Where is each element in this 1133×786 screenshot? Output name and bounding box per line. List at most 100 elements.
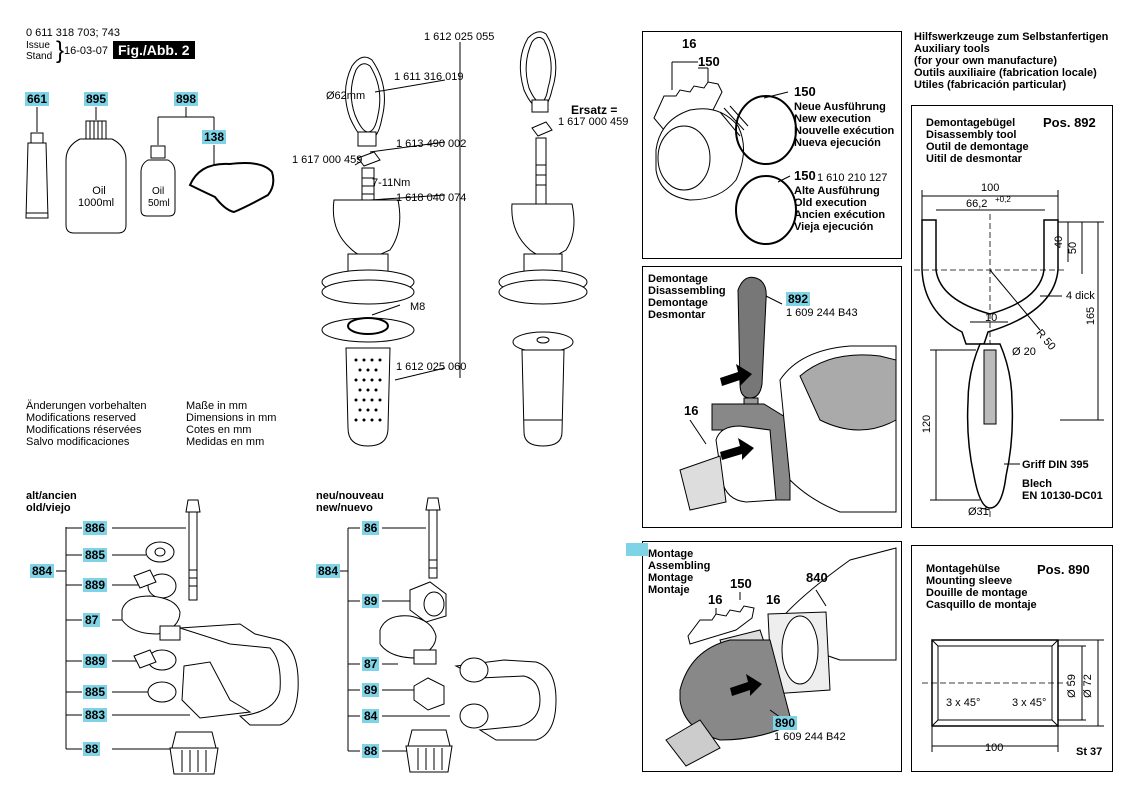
dim-100: 100 xyxy=(981,182,1000,194)
header-line: Auxiliary tools xyxy=(914,43,990,55)
old-ring-part-number: 1 610 210 127 xyxy=(817,172,888,184)
old-item-tag: 883 xyxy=(83,708,108,722)
part-number-1611316019: 1 611 316 019 xyxy=(394,71,464,83)
part-tag-661: 661 xyxy=(25,92,50,106)
note-line: Änderungen vorbehalten xyxy=(26,400,147,412)
old-ring-description: Alte Ausführung Old execution Ancien exé… xyxy=(794,185,885,233)
steel-spec: EN 10130-DC01 xyxy=(1022,490,1103,502)
desc-line: Nouvelle exécution xyxy=(794,125,895,137)
header-line: Outils auxiliaire (fabrication locale) xyxy=(914,67,1097,79)
part-number-1613490002: 1 613 490 002 xyxy=(396,138,467,150)
heading-line: Demontage xyxy=(648,273,708,285)
handle-spec: Griff DIN 395 xyxy=(1022,459,1089,471)
old-item-tag: 87 xyxy=(83,613,101,627)
header-line: Utiles (fabricación particular) xyxy=(914,79,1067,91)
diameter-72: Ø 72 xyxy=(1081,674,1094,698)
title-line: Demontagebügel xyxy=(926,117,1016,129)
header-line: (for your own manufacture) xyxy=(914,55,1058,67)
grease-tube-icon xyxy=(25,132,49,219)
heading-line: Assembling xyxy=(648,560,711,572)
desc-line: Nueva ejecución xyxy=(794,137,881,149)
heading-line: Desmontar xyxy=(648,309,706,321)
desc-line: Ancien exécution xyxy=(794,209,886,221)
new-group-tag: 884 xyxy=(316,564,341,578)
diameter-20: Ø 20 xyxy=(1012,346,1036,358)
heading-line: Montage xyxy=(648,548,694,560)
ring-label-150: 150 xyxy=(698,54,720,69)
aux-tools-header: Hilfswerkzeuge zum Selbstanfertigen Auxi… xyxy=(914,31,1108,91)
old-item-tag: 885 xyxy=(83,685,108,699)
new-item-tag: 84 xyxy=(362,709,380,723)
wiper-icon xyxy=(188,162,275,214)
part-tag-138: 138 xyxy=(202,130,227,144)
note-line: Cotes en mm xyxy=(186,424,252,436)
thickness-4: 4 dick xyxy=(1066,290,1095,302)
title-line: Outil de demontage xyxy=(926,141,1029,153)
dim-10: 10 xyxy=(985,312,998,324)
new-item-tag: 88 xyxy=(362,744,380,758)
desc-line: New execution xyxy=(794,113,872,125)
title-line: Disassembly tool xyxy=(926,129,1017,141)
tool-892-position: Pos. 892 xyxy=(1043,115,1096,130)
old-ring-number: 150 xyxy=(794,168,816,183)
tool-890-title: Montagehülse Mounting sleeve Douille de … xyxy=(926,563,1037,611)
old-item-tag: 889 xyxy=(83,654,108,668)
highlight-marker xyxy=(626,543,648,556)
issue-label: Issue xyxy=(26,40,50,51)
note-line: Maße in mm xyxy=(186,400,248,412)
oil-bottle-large-icon xyxy=(65,120,127,234)
new-item-tag: 87 xyxy=(362,657,380,671)
tool-part-number-892: 1 609 244 B43 xyxy=(786,307,858,319)
disassembly-panel xyxy=(642,266,902,528)
changes-note: Änderungen vorbehalten Modifications res… xyxy=(26,400,146,448)
torque-value: 7-11Nm xyxy=(372,177,411,189)
sheet-spec: Blech xyxy=(1022,478,1052,490)
new-item-tag: 86 xyxy=(362,521,380,535)
note-line: Modifications reserved xyxy=(26,412,137,424)
stand-label: Stand xyxy=(26,51,53,62)
part-number-1612025055: 1 612 025 055 xyxy=(424,31,495,43)
tool-890-position: Pos. 890 xyxy=(1037,562,1090,577)
chamfer-left: 3 x 45° xyxy=(946,697,981,709)
part-number-1618040074: 1 618 040 074 xyxy=(396,192,467,204)
oil-bottle-small-icon xyxy=(140,145,176,217)
title-line: Casquillo de montaje xyxy=(926,599,1037,611)
new-heading-2: new/nuevo xyxy=(316,502,373,514)
old-item-tag: 886 xyxy=(83,521,108,535)
part-number-1617000459: 1 617 000 459 xyxy=(292,154,363,166)
assembly-label-16b: 16 xyxy=(766,592,781,607)
header-line: Hilfswerkzeuge zum Selbstanfertigen xyxy=(914,31,1109,43)
title-line: Montagehülse xyxy=(926,563,1000,575)
tool-part-number-890: 1 609 244 B42 xyxy=(774,731,846,743)
ersatz-label: Ersatz = xyxy=(571,103,618,117)
figure-label: Fig./Abb. 2 xyxy=(113,41,195,59)
doc-number: 0 611 318 703; 743 xyxy=(26,27,120,39)
note-line: Salvo modificaciones xyxy=(26,436,130,448)
heading-line: Demontage xyxy=(648,297,708,309)
part-number-1612025060: 1 612 025 060 xyxy=(396,361,467,373)
heading-line: Disassembling xyxy=(648,285,726,297)
old-item-tag: 889 xyxy=(83,578,108,592)
sleeve-length-100: 100 xyxy=(985,742,1004,754)
oil-large-line2: 1000ml xyxy=(78,197,115,209)
tool-tag-892: 892 xyxy=(786,292,811,306)
tool-890-panel xyxy=(911,545,1113,772)
title-line: Uitil de desmontar xyxy=(926,153,1022,165)
new-ring-number: 150 xyxy=(794,84,816,99)
desc-line: Alte Ausführung xyxy=(794,185,880,197)
assembly-label-16a: 16 xyxy=(708,592,723,607)
new-heading-1: neu/nouveau xyxy=(316,490,384,502)
tool-tag-890: 890 xyxy=(773,716,798,730)
old-group-tag: 884 xyxy=(30,564,55,578)
old-item-tag: 88 xyxy=(83,742,101,756)
old-item-tag: 885 xyxy=(83,548,108,562)
note-line: Medidas en mm xyxy=(186,436,265,448)
assembly-heading: Montage Assembling Montage Montaje xyxy=(648,548,710,596)
